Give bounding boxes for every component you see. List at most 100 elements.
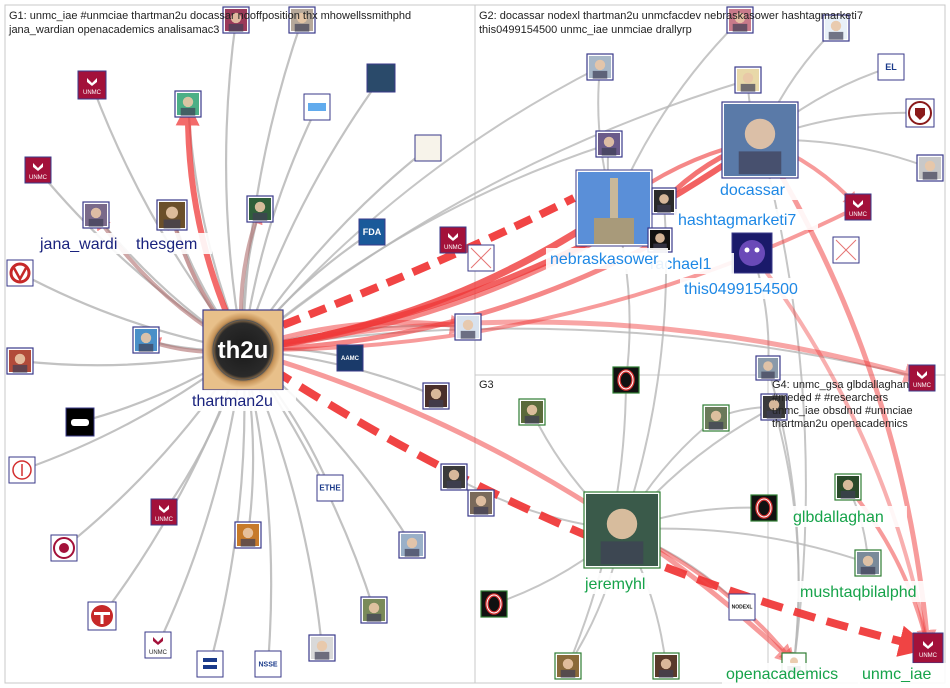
node-avatar-f21[interactable]: [703, 405, 729, 431]
node-jana-wardian[interactable]: [83, 202, 109, 228]
node-avatar-f10[interactable]: [455, 314, 481, 340]
label-docassar[interactable]: docassar: [716, 179, 802, 200]
node-nebraskasower[interactable]: [576, 170, 652, 246]
node-el-text: EL: [885, 62, 897, 72]
group-header-g4: G4: unmc_gsa glbdallaghan #meded # #rese…: [772, 379, 913, 430]
unmc-logo-text: UNMC: [444, 245, 463, 251]
node-jeremyhl[interactable]: [584, 492, 660, 568]
node-o-logo-2[interactable]: [751, 495, 777, 521]
unmc-5-text: UNMC: [149, 650, 168, 656]
node-unmc-6[interactable]: UNMC: [440, 227, 466, 253]
node-avatar-f4[interactable]: [7, 348, 33, 374]
node-unmc-iae[interactable]: UNMC: [913, 633, 943, 663]
label-jeremyhl-text: jeremyhl: [584, 576, 645, 593]
node-avatar-f13[interactable]: [917, 155, 943, 181]
node-unmc-2[interactable]: UNMC: [25, 157, 51, 183]
label-unmc-iae[interactable]: unmc_iae: [858, 663, 946, 684]
th2u-logo-text: th2u: [218, 337, 269, 364]
node-book[interactable]: [415, 135, 441, 161]
node-mushtaqbilalphd[interactable]: [855, 550, 881, 576]
label-jeremyhl[interactable]: jeremyhl: [581, 573, 661, 594]
node-thartman2u[interactable]: th2u: [203, 310, 283, 390]
label-docassar-text: docassar: [720, 182, 786, 199]
node-avatar-laptop[interactable]: [587, 54, 613, 80]
node-unmc-5[interactable]: UNMC: [145, 632, 171, 658]
label-jana-wardian[interactable]: jana_wardi: [36, 233, 140, 254]
node-nsse-text: NSSE: [258, 661, 277, 668]
node-fda[interactable]: FDA: [359, 219, 385, 245]
node-avatar-f1[interactable]: [175, 91, 201, 117]
label-hashtagmarketi7-text: hashtagmarketi7: [678, 212, 796, 229]
group-header-g2: G2: docassar nodexl thartman2u unmcfacde…: [479, 10, 863, 36]
node-red-ring-logo[interactable]: [88, 602, 116, 630]
node-aamc-text: AAMC: [341, 356, 360, 362]
node-thesgem[interactable]: [157, 200, 187, 230]
node-avatar-f2[interactable]: [247, 196, 273, 222]
label-jana-wardian-text: jana_wardi: [39, 236, 117, 253]
label-openacademics[interactable]: openacademics: [722, 663, 860, 684]
label-hashtagmarketi7[interactable]: hashtagmarketi7: [674, 209, 818, 230]
node-avatar-f20[interactable]: [468, 490, 494, 516]
node-avatar-f9[interactable]: [423, 383, 449, 409]
node-avatar-f6[interactable]: [361, 597, 387, 623]
node-o-logo-3[interactable]: [481, 591, 507, 617]
label-thesgem[interactable]: thesgem: [132, 233, 212, 254]
label-thartman2u[interactable]: thartman2u: [188, 390, 296, 411]
node-unmc-1[interactable]: UNMC: [78, 71, 106, 99]
node-unmc-7[interactable]: UNMC: [845, 194, 871, 220]
unmc-logo-text: UNMC: [29, 175, 48, 181]
group-g2-line-2: this0499154500 unmc_iae unmciae drallyrp: [479, 24, 692, 36]
label-mushtaqbilalphd[interactable]: mushtaqbilalphd: [796, 581, 942, 602]
node-blue-bars-logo[interactable]: [197, 651, 223, 677]
node-seal[interactable]: [906, 99, 934, 127]
node-avatar-f11[interactable]: [596, 131, 622, 157]
unmc-logo-text: UNMC: [155, 517, 174, 523]
node-avatar-f7[interactable]: [399, 532, 425, 558]
node-avatar-f23[interactable]: [653, 653, 679, 679]
node-aamc[interactable]: AAMC: [337, 345, 363, 371]
label-unmc-iae-text: unmc_iae: [862, 666, 931, 683]
group-g1-line-1: G1: unmc_iae #unmciae thartman2u docassa…: [9, 10, 411, 22]
node-avatar-f3[interactable]: [133, 327, 159, 353]
node-avatar-f26[interactable]: [756, 356, 780, 380]
node-ethe[interactable]: ETHE: [317, 475, 343, 501]
label-this0499154500[interactable]: this0499154500: [680, 278, 826, 299]
group-header-g3: G3: [479, 379, 494, 391]
node-unmc-8[interactable]: UNMC: [909, 365, 935, 391]
node-avatar-f5[interactable]: [309, 635, 335, 661]
node-nsse[interactable]: NSSE: [255, 651, 281, 677]
label-nebraskasower[interactable]: nebraskasower: [546, 248, 668, 269]
node-docassar[interactable]: [722, 102, 798, 178]
node-fda-text: FDA: [363, 227, 382, 237]
node-unmc-4[interactable]: UNMC: [151, 499, 177, 525]
node-dollar-logo[interactable]: [9, 457, 35, 483]
group-g3-line-1: G3: [479, 379, 494, 391]
group-g4-line-3: unmc_iae obsdmd #unmciae: [772, 405, 913, 417]
unmc-logo-text: UNMC: [919, 653, 938, 659]
node-this0499154500[interactable]: [732, 233, 772, 273]
node-unmc-seal[interactable]: [51, 535, 77, 561]
unmc-logo-text: UNMC: [913, 383, 932, 389]
node-broken-image-2[interactable]: [833, 237, 859, 263]
mask-icon: [71, 419, 89, 426]
node-el[interactable]: EL: [878, 54, 904, 80]
group-g4-line-4: thartman2u openacademics: [772, 418, 908, 430]
node-gear-logo[interactable]: [7, 260, 33, 286]
unmc-logo-text: UNMC: [83, 90, 102, 96]
group-g4-line-1: G4: unmc_gsa glbdallaghan: [772, 379, 909, 391]
node-nodexl[interactable]: NODEXL: [729, 594, 755, 620]
node-avatar-f14[interactable]: [652, 188, 676, 214]
node-ethe-text: ETHE: [319, 484, 341, 493]
node-avatar-f18[interactable]: [519, 399, 545, 425]
node-avatar-f12[interactable]: [735, 67, 761, 93]
node-avatar-f22[interactable]: [555, 653, 581, 679]
label-glbdallaghan[interactable]: glbdallaghan: [789, 506, 907, 527]
node-avatar-f19[interactable]: [441, 464, 467, 490]
node-avatar-f8[interactable]: [235, 522, 261, 548]
node-broken-image-1[interactable]: [468, 245, 494, 271]
node-glbdallaghan[interactable]: [835, 474, 861, 500]
node-o-logo-1[interactable]: [613, 367, 639, 393]
node-journal[interactable]: [367, 64, 395, 92]
